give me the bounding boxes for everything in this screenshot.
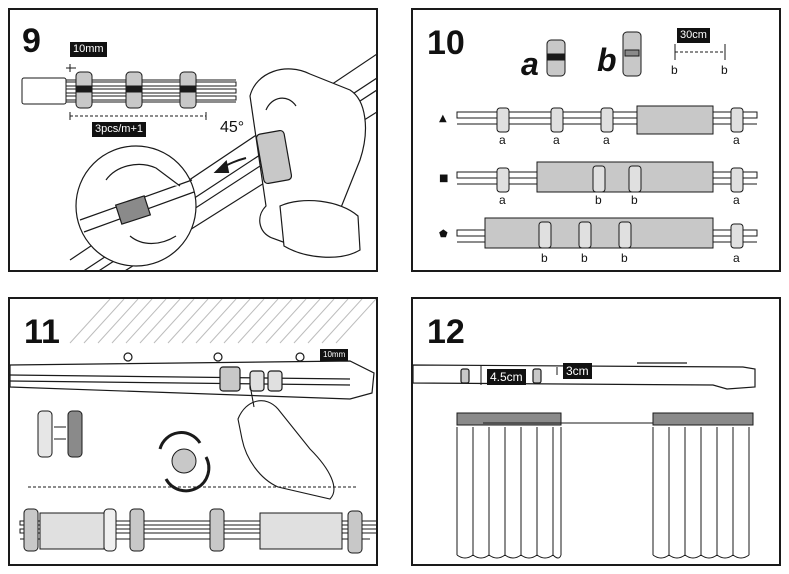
legend-label-b: b (597, 42, 617, 78)
hand-adjusting-runner (237, 384, 335, 500)
distance-right-b: b (721, 63, 728, 77)
row1-label-4: a (733, 133, 740, 147)
rotate-icon (158, 431, 211, 493)
gap-measurement-tag: 10mm (70, 42, 107, 57)
ceiling-hatching (69, 299, 376, 344)
runner-swap-pair (37, 410, 83, 458)
distance-dimension (674, 44, 726, 60)
row-marker-triangle: ▲ (439, 113, 447, 124)
row2-label-4: a (733, 193, 740, 207)
step-number: 12 (427, 313, 465, 351)
rail-row-2 (456, 161, 758, 193)
step-10-illustration (456, 31, 758, 249)
row3-label-3: b (621, 251, 628, 265)
offset-tag: 3cm (563, 363, 592, 379)
panel-step-10: 10 a b 30cm b b ▲ a a a a ■ a b b a ⬟ b … (411, 8, 781, 272)
row3-label-4: a (733, 251, 740, 265)
distance-left-b: b (671, 63, 678, 77)
distance-tag: 30cm (677, 28, 710, 43)
detail-magnifier (75, 145, 197, 267)
row1-label-3: a (603, 133, 610, 147)
row2-label-1: a (499, 193, 506, 207)
height-tag: 4.5cm (487, 369, 526, 385)
runner-hooks (75, 71, 197, 109)
rail-with-runners (21, 77, 237, 105)
mounted-track (10, 352, 375, 400)
legend-runner-b (622, 31, 642, 77)
row-marker-pentagon: ⬟ (439, 229, 448, 240)
row2-label-3: b (631, 193, 638, 207)
rotation-arrow (213, 157, 247, 173)
panel-step-9: 9 10mm 3pcs/m+1 45° (8, 8, 378, 272)
legend-label-a: a (521, 46, 539, 82)
spacing-bracket (66, 64, 207, 120)
row1-label-1: a (499, 133, 506, 147)
hand-inserting-runner (249, 68, 367, 258)
step-12-illustration (413, 362, 756, 559)
curtain-right (652, 412, 754, 559)
row-marker-square: ■ (439, 173, 449, 184)
height-dimension (480, 365, 558, 385)
rail-row-3 (456, 217, 758, 249)
gap-measurement-tag: 10mm (320, 349, 349, 361)
row3-label-2: b (581, 251, 588, 265)
legend-runner-a (546, 39, 566, 77)
curtain-left (456, 412, 653, 559)
step-number: 10 (427, 24, 465, 62)
step-11-illustration (10, 299, 376, 554)
row1-label-2: a (553, 133, 560, 147)
step-number: 9 (22, 22, 41, 60)
panel-step-12: 12 4.5cm 3cm (411, 297, 781, 566)
panel-step-11: 11 10mm (8, 297, 378, 566)
bottom-rail (19, 486, 376, 554)
angle-label: 45° (220, 119, 245, 136)
row2-label-2: b (595, 193, 602, 207)
spacing-tag: 3pcs/m+1 (92, 122, 146, 137)
row3-label-1: b (541, 251, 548, 265)
step-number: 11 (24, 313, 60, 351)
rail-row-1 (456, 105, 758, 135)
step-9-illustration (21, 53, 376, 270)
